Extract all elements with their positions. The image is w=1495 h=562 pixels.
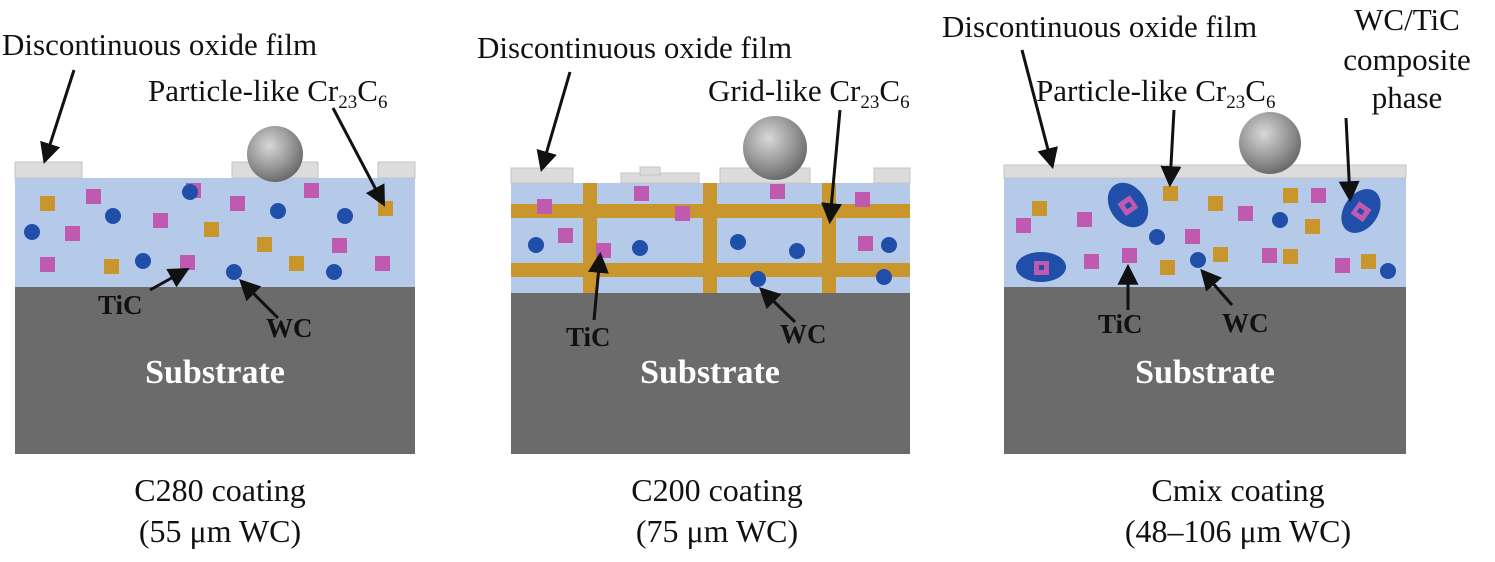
caption-line1: Cmix coating bbox=[1151, 472, 1324, 508]
wc-particles bbox=[528, 234, 897, 287]
composite-label-line1: WC/TiC bbox=[1354, 2, 1460, 37]
tic-particles bbox=[1016, 188, 1350, 273]
panel-c200: Discontinuous oxide film Grid-like Cr23C… bbox=[477, 30, 911, 549]
oxide-film-segment bbox=[510, 167, 574, 184]
caption-line2: (55 μm WC) bbox=[139, 513, 301, 549]
substrate-layer bbox=[15, 287, 415, 454]
cr23c6-particles bbox=[1032, 186, 1376, 275]
caption-line2: (48–106 μm WC) bbox=[1125, 513, 1351, 549]
substrate-label: Substrate bbox=[145, 354, 285, 391]
substrate-layer bbox=[1004, 287, 1406, 454]
cr23c6-grid bbox=[511, 183, 910, 293]
substrate-label: Substrate bbox=[1135, 354, 1275, 391]
cr23c6-particles bbox=[40, 196, 393, 274]
cr23c6-label: Particle-like Cr23C6 bbox=[148, 73, 387, 113]
oxide-film-label: Discontinuous oxide film bbox=[477, 30, 792, 65]
composite-label-line3: phase bbox=[1372, 80, 1443, 115]
oxide-film-continuous bbox=[1003, 164, 1407, 179]
oxide-film-segment bbox=[14, 161, 83, 179]
tic-label: TiC bbox=[566, 322, 611, 352]
oxide-film-label: Discontinuous oxide film bbox=[942, 9, 1257, 44]
surface-sphere bbox=[743, 116, 807, 180]
substrate-layer bbox=[511, 293, 910, 454]
tic-particles bbox=[537, 184, 873, 258]
panel-cmix: Discontinuous oxide film Particle-like C… bbox=[942, 2, 1471, 549]
wc-particles bbox=[1149, 212, 1396, 279]
wc-particles bbox=[24, 184, 353, 280]
panel-c280: Discontinuous oxide film Particle-like C… bbox=[2, 27, 416, 549]
callout-arrows bbox=[1020, 49, 1360, 310]
callout-arrows bbox=[40, 69, 385, 320]
tic-label: TiC bbox=[98, 290, 143, 320]
cr23c6-label: Grid-like Cr23C6 bbox=[708, 73, 910, 113]
callout-arrows bbox=[536, 71, 842, 324]
surface-sphere bbox=[1239, 112, 1301, 174]
caption-line1: C200 coating bbox=[631, 472, 803, 508]
oxide-film-label: Discontinuous oxide film bbox=[2, 27, 317, 62]
surface-sphere bbox=[247, 126, 303, 182]
cr23c6-label: Particle-like Cr23C6 bbox=[1036, 73, 1275, 113]
wc-label: WC bbox=[266, 313, 313, 343]
caption-line1: C280 coating bbox=[134, 472, 306, 508]
composite-label-line2: composite bbox=[1343, 42, 1470, 77]
wc-label: WC bbox=[1222, 308, 1269, 338]
tic-label: TiC bbox=[1098, 309, 1143, 339]
wc-label: WC bbox=[780, 319, 827, 349]
substrate-label: Substrate bbox=[640, 354, 780, 391]
oxide-film-segment bbox=[377, 161, 416, 179]
oxide-film-segment bbox=[873, 167, 911, 184]
caption-line2: (75 μm WC) bbox=[636, 513, 798, 549]
oxide-film-segment bbox=[639, 166, 661, 176]
